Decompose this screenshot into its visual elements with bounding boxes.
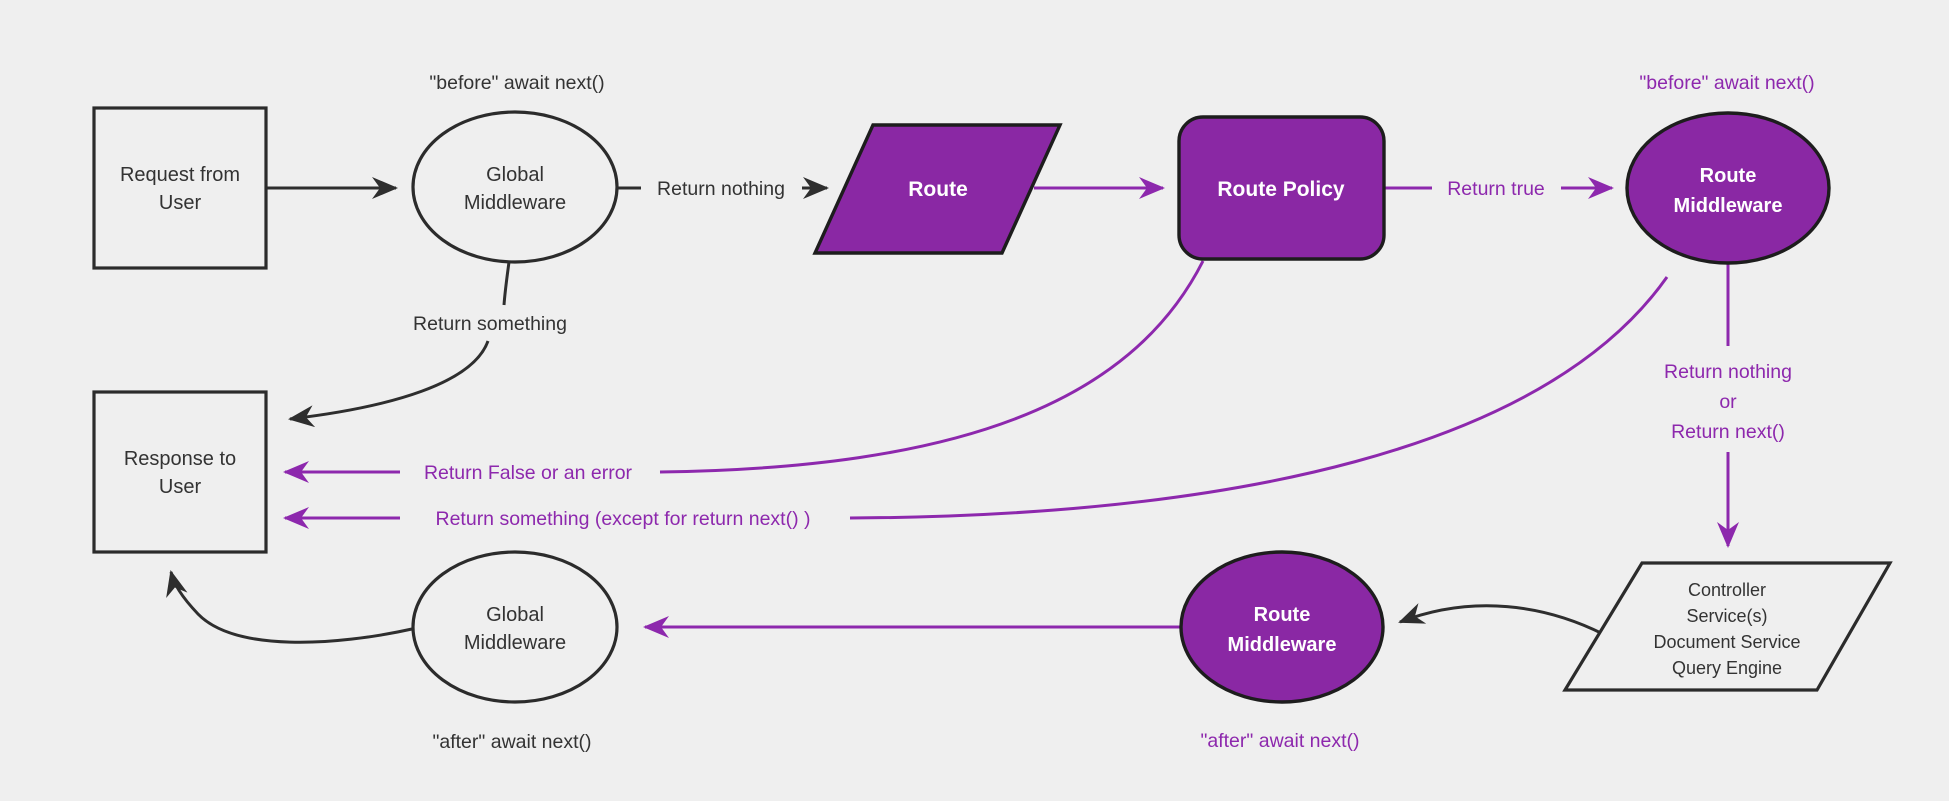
route-policy-label: Route Policy <box>1217 178 1345 201</box>
request-box-label-line1: Request from <box>120 164 240 186</box>
edge-return-something-except-curve <box>849 276 1669 520</box>
response-box-label-line2: User <box>159 476 202 498</box>
global-middleware-top-node: Global Middleware <box>411 110 619 264</box>
label-before-await-next-route: "before" await next() <box>1639 72 1814 94</box>
label-after-await-next-route: "after" await next() <box>1200 730 1359 752</box>
label-before-await-next-global: "before" await next() <box>429 72 604 94</box>
label-return-something-except: Return something (except for return next… <box>436 508 811 530</box>
route-middleware-top-label-line2: Middleware <box>1674 195 1783 217</box>
route-middleware-bottom-label-line1: Route <box>1254 604 1311 626</box>
request-box-label-line2: User <box>159 192 202 214</box>
global-middleware-bottom-label-line1: Global <box>486 604 544 626</box>
label-return-true: Return true <box>1447 178 1545 200</box>
route-label: Route <box>908 178 968 201</box>
label-return-false-or-error: Return False or an error <box>424 462 633 484</box>
edge-global-bottom-to-response <box>166 570 413 644</box>
edge-return-something-upper-segment <box>502 261 511 306</box>
label-return-nothing-or-line2: or <box>1719 391 1737 413</box>
route-middleware-top-label-line1: Route <box>1700 165 1757 187</box>
label-after-await-next-global: "after" await next() <box>432 731 591 753</box>
response-box-label-line1: Response to <box>124 448 236 470</box>
label-return-something: Return something <box>413 313 567 335</box>
response-to-user-box: Response to User <box>92 390 268 554</box>
label-return-nothing-or-line1: Return nothing <box>1664 361 1792 383</box>
global-middleware-top-label-line2: Middleware <box>464 192 566 214</box>
edge-controller-to-route-middleware <box>1398 603 1604 636</box>
controller-services-node: Controller Service(s) Document Service Q… <box>1562 561 1893 692</box>
route-middleware-top-node: Route Middleware <box>1625 111 1831 265</box>
global-middleware-bottom-node: Global Middleware <box>411 550 619 704</box>
controller-label-line4: Query Engine <box>1672 658 1782 678</box>
route-node: Route <box>812 123 1063 255</box>
label-return-nothing: Return nothing <box>657 178 785 200</box>
route-policy-node: Route Policy <box>1177 115 1386 261</box>
controller-label-line3: Document Service <box>1653 632 1800 652</box>
controller-label-line1: Controller <box>1688 580 1766 600</box>
global-middleware-top-label-line1: Global <box>486 164 544 186</box>
edge-return-something-lower-segment <box>288 340 490 428</box>
label-return-nothing-or-line3: Return next() <box>1671 421 1785 443</box>
global-middleware-bottom-label-line2: Middleware <box>464 632 566 654</box>
route-middleware-bottom-node: Route Middleware <box>1179 550 1385 704</box>
controller-label-line2: Service(s) <box>1686 606 1767 626</box>
edge-return-false-curve <box>659 260 1205 474</box>
request-from-user-box: Request from User <box>92 106 268 270</box>
route-middleware-bottom-label-line2: Middleware <box>1228 634 1337 656</box>
